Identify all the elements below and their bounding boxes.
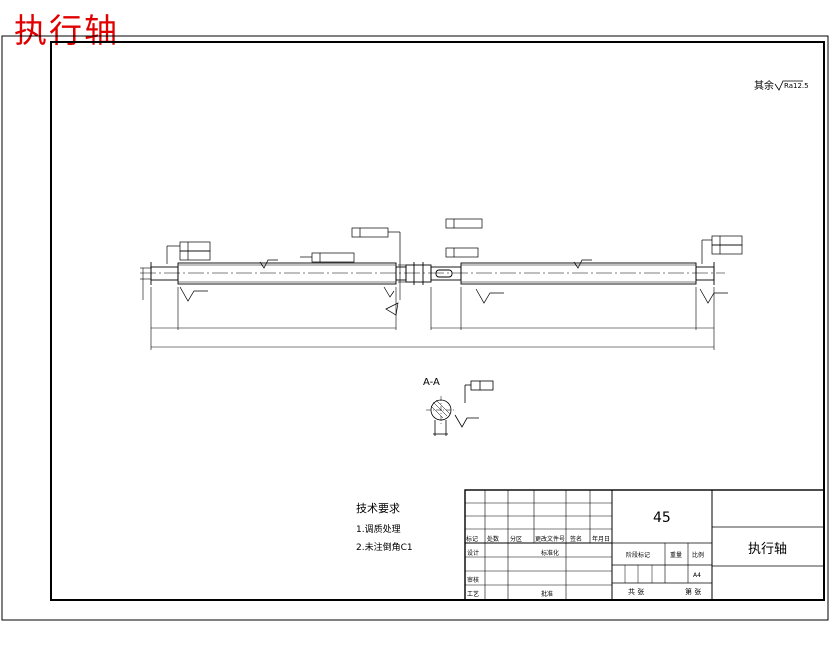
tb-part-name: 执行轴 <box>748 542 787 557</box>
roughness-prefix: 其余 <box>754 79 774 92</box>
tech-heading: 技术要求 <box>356 502 400 515</box>
tb-weight-label: 重量 <box>670 551 682 559</box>
section-view: A-A <box>423 377 494 436</box>
dimension-lines <box>140 264 715 350</box>
roughness-symbol <box>774 80 803 91</box>
tb-material: 45 <box>653 510 671 526</box>
coupling-hub <box>405 264 432 283</box>
tb-total-sheets: 共 张 <box>628 587 644 596</box>
tb-std-label: 标准化 <box>541 549 559 557</box>
tb-row-design: 设计 <box>467 549 479 557</box>
tolerance-callouts <box>166 218 743 265</box>
tech-item-2: 2.未注倒角C1 <box>356 541 413 553</box>
tb-header-sign: 签名 <box>570 535 582 543</box>
tb-sheet-size: A4 <box>693 572 701 579</box>
shaft-left-journal <box>150 266 179 281</box>
shaft-main-view <box>140 262 725 285</box>
surface-roughness-note: 其余 Ra12.5 <box>754 79 809 92</box>
shaft-right-body <box>460 262 697 285</box>
keyway <box>435 269 453 278</box>
inner-frame <box>50 41 825 601</box>
tb-header-mark: 标记 <box>466 535 478 543</box>
title-block: 标记 处数 分区 更改文件号 签名 年月日 设计 审核 工艺 标准化 批准 阶段… <box>464 489 825 601</box>
tb-stage-label: 阶段标记 <box>626 551 650 559</box>
tb-row-review: 审核 <box>467 576 479 584</box>
keyway-section <box>430 266 462 281</box>
shaft-left-body <box>177 262 397 285</box>
tb-scale-label: 比例 <box>692 551 704 559</box>
tech-item-1: 1.调质处理 <box>356 523 401 535</box>
tech-requirements: 技术要求 1.调质处理 2.未注倒角C1 <box>356 502 413 553</box>
tb-header-count: 处数 <box>487 535 499 543</box>
roughness-value: Ra12.5 <box>784 82 809 90</box>
tb-header-zone: 分区 <box>510 535 522 543</box>
shaft-mid-neck-left <box>395 266 407 281</box>
roughness-marks <box>179 259 728 316</box>
tb-sheet-no: 第 张 <box>685 587 701 596</box>
tb-header-date: 年月日 <box>592 535 610 543</box>
outer-border <box>1 35 829 621</box>
tb-header-change-doc: 更改文件号 <box>535 535 565 543</box>
shaft-right-journal <box>695 266 715 281</box>
tb-row-process: 工艺 <box>467 590 479 598</box>
tb-approve-label: 批准 <box>541 590 553 598</box>
section-label: A-A <box>423 377 440 388</box>
